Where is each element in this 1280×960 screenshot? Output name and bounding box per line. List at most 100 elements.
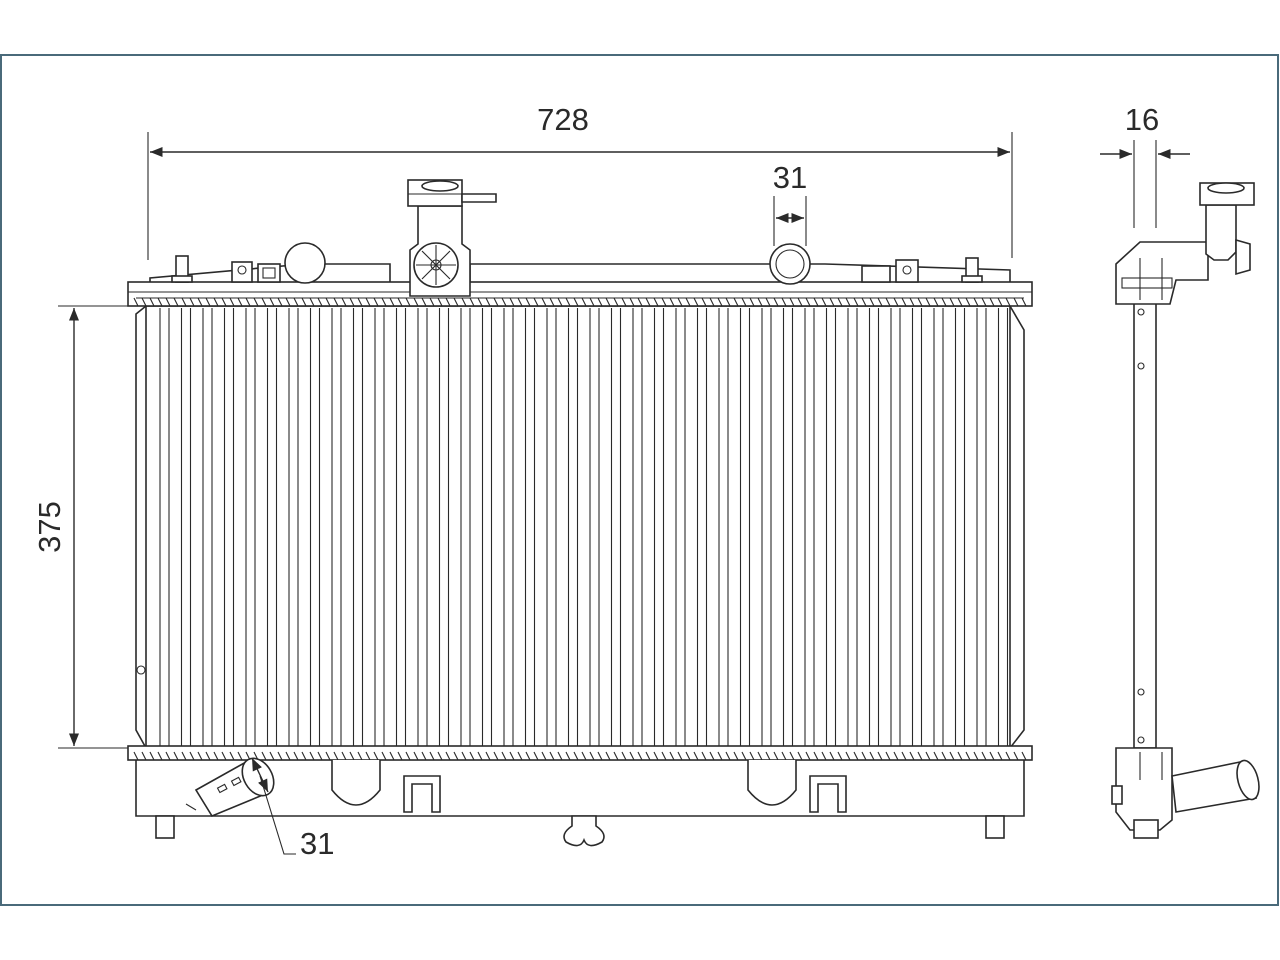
crimp-tooth — [605, 751, 611, 761]
crimp-tooth — [637, 751, 643, 761]
crimp-tooth — [493, 297, 499, 307]
bottom-tank-header — [127, 745, 1033, 761]
crimp-tooth — [221, 297, 227, 307]
bottom-outlet-pipe — [185, 757, 275, 817]
overflow-nipple — [461, 193, 497, 203]
crimp-tooth — [309, 751, 315, 761]
crimp-tooth — [861, 297, 867, 307]
radiator-front-view — [127, 179, 1033, 847]
bottom-bracket — [403, 775, 441, 813]
crimp-tooth — [469, 751, 475, 761]
crimp-tooth — [805, 751, 811, 761]
side-core — [1133, 299, 1157, 749]
crimp-tooth — [909, 297, 915, 307]
crimp-tooth — [613, 297, 619, 307]
crimp-tooth — [373, 751, 379, 761]
crimp-tooth — [557, 751, 563, 761]
crimp-tooth — [141, 751, 147, 761]
crimp-tooth — [181, 297, 187, 307]
crimp-tooth — [349, 297, 355, 307]
crimp-tooth — [797, 751, 803, 761]
crimp-tooth — [325, 751, 331, 761]
crimp-tooth — [277, 751, 283, 761]
crimp-tooth — [389, 751, 395, 761]
left-mount-hole — [136, 665, 146, 675]
crimp-tooth — [517, 751, 523, 761]
crimp-tooth — [541, 297, 547, 307]
crimp-tooth — [533, 751, 539, 761]
crimp-tooth — [293, 297, 299, 307]
crimp-tooth — [717, 297, 723, 307]
crimp-tooth — [685, 751, 691, 761]
crimp-tooth — [813, 751, 819, 761]
crimp-tooth — [749, 297, 755, 307]
crimp-tooth — [589, 297, 595, 307]
top-pipe-dimension-label: 31 — [773, 160, 807, 195]
crimp-tooth — [573, 751, 579, 761]
crimp-tooth — [645, 751, 651, 761]
bottom-tank-bump — [747, 760, 797, 806]
crimp-tooth — [941, 297, 947, 307]
crimp-tooth — [997, 751, 1003, 761]
crimp-tooth — [501, 751, 507, 761]
crimp-tooth — [989, 297, 995, 307]
crimp-tooth — [645, 297, 651, 307]
crimp-tooth — [157, 751, 163, 761]
crimp-tooth — [909, 751, 915, 761]
top-tank-header — [127, 281, 1033, 307]
crimp-tooth — [845, 297, 851, 307]
crimp-tooth — [733, 751, 739, 761]
crimp-tooth — [381, 297, 387, 307]
crimp-tooth — [829, 297, 835, 307]
crimp-tooth — [981, 751, 987, 761]
bottom-bracket — [809, 775, 847, 813]
crimp-tooth — [525, 297, 531, 307]
crimp-tooth — [949, 751, 955, 761]
crimp-tooth — [813, 297, 819, 307]
crimp-tooth — [781, 297, 787, 307]
bottom-tank — [127, 745, 1033, 847]
crimp-tooth — [565, 297, 571, 307]
side-filler-neck — [1205, 204, 1237, 261]
dimension-depth: 16 — [1100, 102, 1190, 228]
crimp-tooth — [269, 751, 275, 761]
crimp-tooth — [629, 751, 635, 761]
crimp-tooth — [701, 751, 707, 761]
crimp-tooth — [933, 751, 939, 761]
crimp-tooth — [989, 751, 995, 761]
crimp-tooth — [925, 297, 931, 307]
crimp-tooth — [821, 297, 827, 307]
crimp-tooth — [669, 297, 675, 307]
crimp-tooth — [629, 297, 635, 307]
crimp-tooth — [877, 751, 883, 761]
crimp-tooth — [373, 297, 379, 307]
crimp-tooth — [333, 751, 339, 761]
crimp-tooth — [693, 751, 699, 761]
crimp-tooth — [725, 751, 731, 761]
crimp-tooth — [221, 751, 227, 761]
crimp-tooth — [493, 751, 499, 761]
crimp-tooth — [333, 297, 339, 307]
crimp-tooth — [853, 751, 859, 761]
crimp-tooth — [869, 297, 875, 307]
crimp-tooth — [853, 297, 859, 307]
crimp-tooth — [861, 751, 867, 761]
crimp-tooth — [1005, 297, 1011, 307]
bottom-left-mount-pin — [155, 815, 175, 839]
crimp-tooth — [773, 297, 779, 307]
crimp-tooth — [701, 297, 707, 307]
crimp-tooth — [597, 751, 603, 761]
crimp-tooth — [141, 297, 147, 307]
crimp-tooth — [765, 297, 771, 307]
crimp-tooth — [757, 751, 763, 761]
crimp-tooth — [933, 297, 939, 307]
crimp-tooth — [821, 751, 827, 761]
crimp-tooth — [173, 751, 179, 761]
crimp-tooth — [149, 751, 155, 761]
crimp-tooth — [901, 751, 907, 761]
crimp-tooth — [965, 297, 971, 307]
crimp-tooth — [917, 751, 923, 761]
width-dimension-label: 728 — [537, 102, 589, 137]
drawing-frame — [0, 54, 1279, 906]
crimp-tooth — [789, 297, 795, 307]
